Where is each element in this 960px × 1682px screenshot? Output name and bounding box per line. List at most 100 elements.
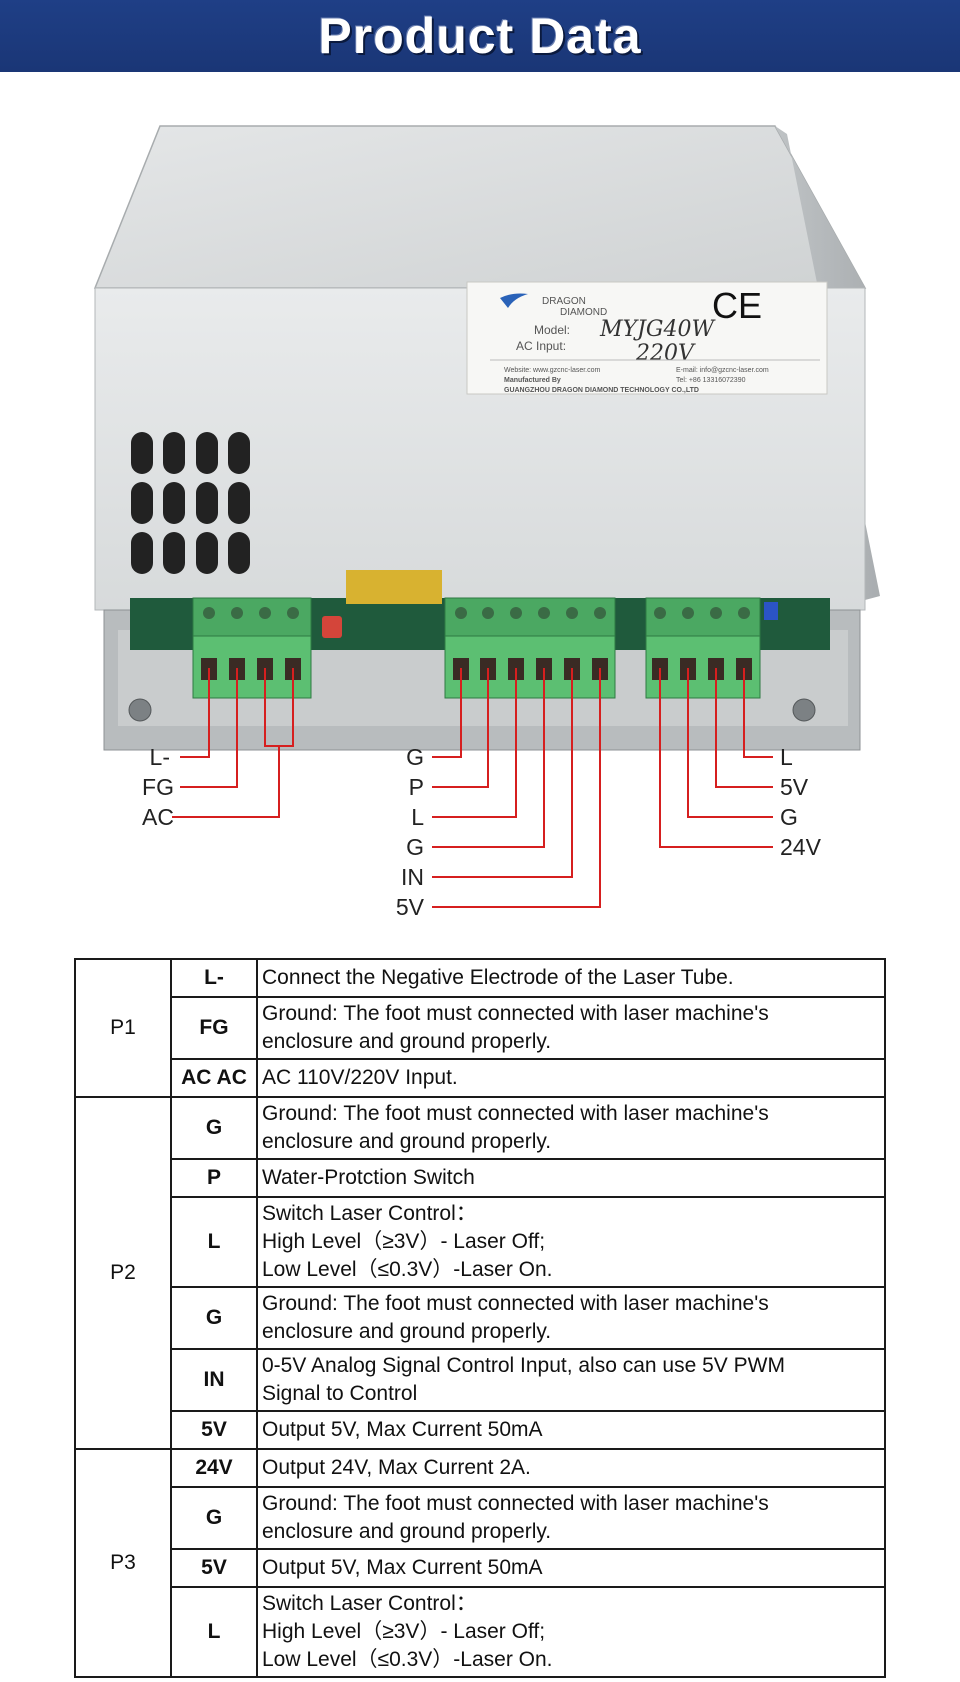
pin-description: Switch Laser Control： High Level（≥3V）- La… (256, 1586, 886, 1678)
pin-label-p1-ac: AC (142, 804, 174, 830)
pin-label-p3-5v: 5V (780, 774, 809, 800)
pin-label-p3-l: L (780, 744, 793, 770)
pin-label-p2-p: P (409, 774, 424, 800)
pin-name: G (170, 1096, 258, 1160)
description-line: enclosure and ground properly. (262, 1320, 552, 1343)
terminal-block-p3 (645, 597, 761, 699)
pin-label-p3-g: G (780, 804, 798, 830)
description-line: High Level（≥3V）- Laser Off; (262, 1620, 546, 1643)
pin-description: Switch Laser Control： High Level（≥3V）- La… (256, 1196, 886, 1288)
description-line: enclosure and ground properly. (262, 1520, 552, 1543)
pin-name: G (170, 1286, 258, 1350)
ce-mark: CE (712, 285, 762, 326)
group-label: P1 (74, 958, 172, 1098)
pin-description: Ground: The foot must connected with las… (256, 1096, 886, 1160)
pin-description: Output 5V, Max Current 50mA (256, 1410, 886, 1450)
pin-label-p2-in: IN (401, 864, 424, 890)
product-photo: DRAGON DIAMOND CE Model: MYJG40W AC Inpu… (0, 110, 960, 940)
group-label: P3 (74, 1448, 172, 1678)
mounting-screws (128, 698, 816, 722)
pin-label-p2-g2: G (406, 834, 424, 860)
description-line: High Level（≥3V）- Laser Off; (262, 1230, 546, 1253)
pin-label-p2-g1: G (406, 744, 424, 770)
pin-label-p2-l: L (411, 804, 424, 830)
label-ac-value: 220V (635, 341, 696, 366)
leader-lines (172, 668, 773, 908)
pin-name: 5V (170, 1548, 258, 1588)
pin-name: AC AC (170, 1058, 258, 1098)
header-banner: Product Data (0, 0, 960, 72)
description-line: Ground: The foot must connected with las… (262, 1002, 769, 1025)
description-line: Connect the Negative Electrode of the La… (262, 966, 734, 989)
description-line: Ground: The foot must connected with las… (262, 1102, 769, 1125)
description-line: Water-Protction Switch (262, 1166, 475, 1189)
pin-name: 24V (170, 1448, 258, 1488)
label-website: Website: www.gzcnc-laser.com (504, 367, 601, 374)
description-line: Switch Laser Control： (262, 1202, 477, 1225)
pin-label-p1-fg: FG (142, 774, 174, 800)
description-line: Low Level（≤0.3V）-Laser On. (262, 1258, 553, 1281)
pin-name: 5V (170, 1410, 258, 1450)
label-brand-line2: DIAMOND (560, 307, 607, 318)
description-line: Output 24V, Max Current 2A. (262, 1456, 531, 1479)
pin-description: Ground: The foot must connected with las… (256, 1486, 886, 1550)
label-company: GUANGZHOU DRAGON DIAMOND TECHNOLOGY CO.,… (504, 387, 699, 394)
description-line: AC 110V/220V Input. (262, 1066, 458, 1089)
pin-description: Ground: The foot must connected with las… (256, 1286, 886, 1350)
pin-description: Ground: The foot must connected with las… (256, 996, 886, 1060)
description-line: Low Level（≤0.3V）-Laser On. (262, 1648, 553, 1671)
label-manufactured-by: Manufactured By (504, 377, 561, 384)
label-model-value: MYJG40W (599, 317, 716, 342)
pin-name: L- (170, 958, 258, 998)
label-tel: Tel: +86 13316072390 (676, 377, 746, 384)
pin-name: P (170, 1158, 258, 1198)
terminal-block-p2 (444, 597, 616, 699)
pin-description: 0-5V Analog Signal Control Input, also c… (256, 1348, 886, 1412)
pin-label-p1-lminus: L- (150, 744, 170, 770)
description-line: Ground: The foot must connected with las… (262, 1492, 769, 1515)
label-ac-caption: AC Input: (516, 339, 566, 353)
pin-description: Water-Protction Switch (256, 1158, 886, 1198)
description-line: Signal to Control (262, 1382, 418, 1405)
pin-label-p2-5v: 5V (396, 894, 425, 920)
vent-slots (131, 432, 250, 574)
description-line: Switch Laser Control： (262, 1592, 477, 1615)
label-brand-line1: DRAGON (542, 296, 586, 307)
case-top (93, 125, 867, 289)
description-line: 0-5V Analog Signal Control Input, also c… (262, 1354, 785, 1377)
description-line: enclosure and ground properly. (262, 1130, 552, 1153)
description-line: Output 5V, Max Current 50mA (262, 1418, 543, 1441)
pin-label-p3-24v: 24V (780, 834, 822, 860)
pin-description: Connect the Negative Electrode of the La… (256, 958, 886, 998)
pin-name: L (170, 1586, 258, 1678)
description-line: enclosure and ground properly. (262, 1030, 552, 1053)
product-label: DRAGON DIAMOND CE Model: MYJG40W AC Inpu… (466, 281, 828, 395)
pin-name: L (170, 1196, 258, 1288)
pin-description: AC 110V/220V Input. (256, 1058, 886, 1098)
label-email: E-mail: info@gzcnc-laser.com (676, 367, 769, 374)
pin-description: Output 24V, Max Current 2A. (256, 1448, 886, 1488)
pin-description: Output 5V, Max Current 50mA (256, 1548, 886, 1588)
description-line: Output 5V, Max Current 50mA (262, 1556, 543, 1579)
terminal-block-p1 (192, 597, 312, 699)
pin-name: G (170, 1486, 258, 1550)
pin-name: FG (170, 996, 258, 1060)
label-model-caption: Model: (534, 323, 570, 337)
description-line: Ground: The foot must connected with las… (262, 1292, 769, 1315)
group-label: P2 (74, 1096, 172, 1450)
pin-name: IN (170, 1348, 258, 1412)
